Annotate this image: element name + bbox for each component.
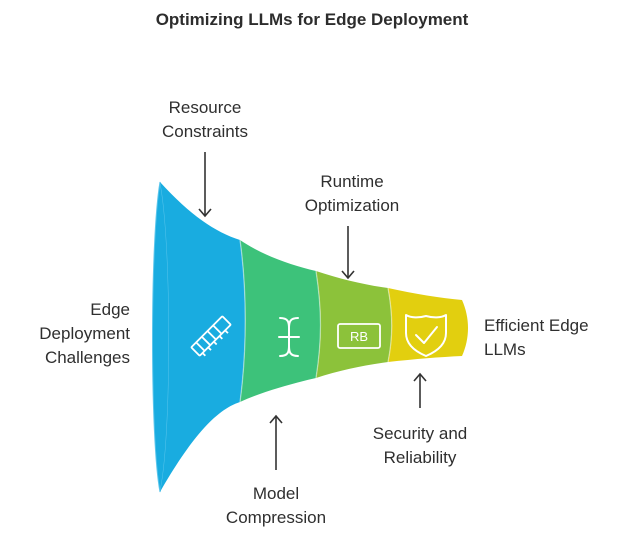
shield-check-icon [405, 314, 447, 357]
stage-label-resource-constraints: Resource Constraints [162, 98, 248, 141]
diagram-title: Optimizing LLMs for Edge Deployment [155, 10, 469, 29]
compress-icon [278, 317, 300, 357]
stage-label-security-reliability: Security and Reliability [372, 424, 468, 467]
callout-arrows [198, 152, 427, 470]
stage-label-runtime-optimization: Runtime Optimization [304, 172, 400, 215]
start-label: Edge Deployment Challenges [39, 300, 130, 367]
rb-badge-icon: RB [337, 323, 381, 349]
funnel-segment-model-compression [240, 240, 321, 402]
end-label: Efficient Edge LLMs [484, 316, 589, 359]
memory-chip-icon [190, 315, 232, 357]
funnel-segment-security-reliability [388, 288, 468, 362]
svg-text:RB: RB [350, 329, 368, 344]
stage-label-model-compression: Model Compression [225, 484, 327, 527]
